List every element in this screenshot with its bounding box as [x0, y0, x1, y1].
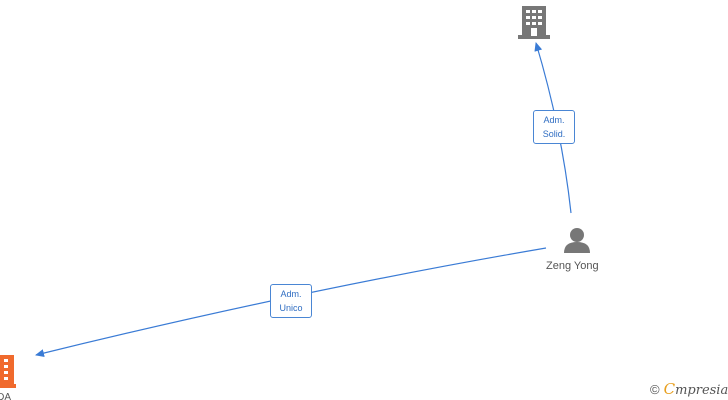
person-name[interactable]: Zeng Yong: [546, 260, 599, 272]
edge-label-solid: Adm. Solid.: [533, 110, 575, 144]
company-node-top[interactable]: [518, 4, 550, 40]
company-node-bottom[interactable]: [0, 353, 18, 389]
edge-label-line: Unico: [279, 303, 303, 313]
company-name-bottom: ...IDA: [0, 392, 12, 400]
person-node[interactable]: [562, 226, 592, 254]
copyright-icon: ©: [650, 382, 660, 397]
edge-label-unico: Adm. Unico: [270, 284, 312, 318]
brand-initial: C: [663, 380, 676, 398]
building-icon: [0, 355, 16, 388]
edge-label-line: Adm.: [280, 289, 302, 299]
edge-label-line: Solid.: [542, 129, 566, 139]
person-icon: [564, 228, 590, 253]
brand-watermark: ©Cmpresia: [650, 380, 728, 398]
edge-label-line: Adm.: [543, 115, 565, 125]
brand-name: mpresia: [675, 383, 728, 398]
building-icon: [518, 6, 550, 39]
